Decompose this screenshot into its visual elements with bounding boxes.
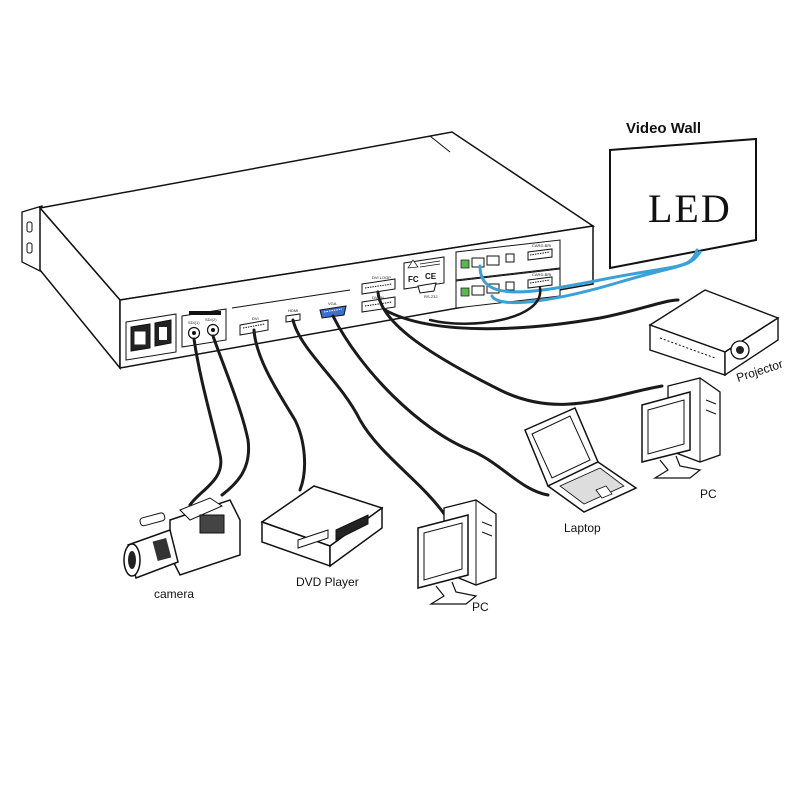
lens-glass-icon bbox=[128, 551, 136, 569]
projector-side bbox=[724, 316, 779, 377]
drive-bay bbox=[481, 531, 493, 537]
projector-vent bbox=[659, 337, 716, 359]
warning-icon bbox=[407, 259, 419, 269]
camera-side-panel bbox=[199, 514, 225, 534]
card-bottom-label: CARD-BRI bbox=[532, 272, 551, 277]
rj45-port bbox=[471, 285, 485, 296]
dvi-loop-label: DVI LOOP bbox=[372, 275, 391, 280]
cert-text-line bbox=[419, 260, 441, 265]
card-top-label: CARD-BRI bbox=[532, 243, 551, 248]
monitor-stand bbox=[652, 455, 702, 479]
touchpad-icon bbox=[595, 485, 613, 499]
camera-handle bbox=[179, 497, 224, 521]
dvi-port bbox=[239, 319, 269, 336]
rs232-label: RS-232 bbox=[424, 294, 438, 299]
power-switch-rocker bbox=[159, 327, 167, 340]
dvi-output-block: DVI LOOP DVI IN bbox=[361, 275, 396, 313]
usb-port bbox=[505, 281, 515, 291]
projector: Projector bbox=[648, 289, 785, 385]
rack-hole bbox=[26, 242, 33, 254]
sdi2-label: SDI(2) bbox=[205, 317, 217, 322]
dvi-loop-pins bbox=[364, 283, 393, 289]
hdmi-port bbox=[285, 313, 301, 323]
network-cable-2 bbox=[490, 250, 702, 305]
pc-right: PC bbox=[641, 377, 721, 501]
dvd-player: DVD Player bbox=[260, 485, 384, 589]
sending-cards: CARD-BRI CARD-BRI bbox=[455, 239, 561, 309]
rj45-port bbox=[486, 255, 500, 266]
vga-label: VGA bbox=[328, 301, 337, 306]
power-module bbox=[125, 313, 177, 361]
port-divider bbox=[231, 289, 351, 309]
loop-cable bbox=[428, 286, 542, 325]
camera-label: camera bbox=[154, 587, 194, 601]
camera: camera bbox=[123, 497, 241, 601]
pc-center-label: PC bbox=[472, 600, 489, 614]
card-dvi-port bbox=[527, 276, 553, 289]
rack-hole bbox=[26, 221, 33, 233]
status-led-icon bbox=[460, 259, 470, 269]
sdi2-pin bbox=[211, 328, 215, 332]
dvi-in-pins bbox=[364, 301, 393, 307]
laptop: Laptop bbox=[524, 407, 638, 535]
lens-ring bbox=[152, 538, 172, 561]
input-port-block: DVI HDMI VGA bbox=[231, 289, 351, 336]
cert-label-box bbox=[403, 256, 445, 290]
monitor-stand bbox=[428, 581, 478, 605]
rs232-port bbox=[417, 282, 437, 294]
fc-mark: FC bbox=[408, 275, 419, 284]
vga-pins bbox=[323, 308, 343, 313]
pc-right-cable bbox=[376, 290, 664, 406]
lens-center-icon bbox=[736, 346, 744, 354]
ce-mark: CE bbox=[425, 272, 437, 281]
hdmi-label: HDMI bbox=[288, 308, 298, 313]
rack-ear bbox=[21, 205, 43, 274]
monitor-screen bbox=[423, 522, 463, 581]
drive-bay bbox=[481, 521, 493, 527]
card-dvi-pins bbox=[529, 251, 551, 256]
projector-cable bbox=[383, 298, 680, 331]
dvd-cable bbox=[252, 328, 306, 492]
disc-tray bbox=[297, 529, 329, 549]
rj45-port bbox=[471, 257, 485, 268]
video-wall-label: Video Wall bbox=[626, 120, 701, 137]
pc-right-label: PC bbox=[700, 487, 717, 501]
laptop-keyboard bbox=[559, 467, 625, 505]
viewfinder bbox=[139, 512, 166, 527]
camera-cable-2 bbox=[211, 334, 251, 497]
card-dvi-pins bbox=[529, 279, 551, 284]
pc-center-cable bbox=[291, 318, 447, 517]
drive-bay bbox=[705, 409, 717, 415]
drive-bay bbox=[705, 399, 717, 405]
sdi1-pin bbox=[192, 331, 196, 335]
status-led-icon bbox=[460, 287, 470, 297]
pc-center: PC bbox=[417, 499, 497, 614]
chassis-edge bbox=[429, 135, 451, 153]
laptop-screen bbox=[531, 415, 591, 479]
sdi-header bbox=[189, 311, 221, 315]
led-screen bbox=[609, 137, 757, 270]
sdi-port-block: SDI(1) SDI(2) bbox=[181, 308, 227, 348]
certification-block: FC CE RS-232 bbox=[403, 256, 445, 299]
video-processor: SDI(1) SDI(2) DVI HDMI VGA DVI LOOP DVI … bbox=[21, 131, 596, 371]
dvi-pins bbox=[242, 323, 266, 329]
dvd-display bbox=[335, 514, 369, 541]
cert-text-line bbox=[419, 263, 441, 268]
monitor-screen bbox=[647, 399, 685, 455]
laptop-label: Laptop bbox=[564, 521, 601, 535]
sdi1-label: SDI(1) bbox=[188, 320, 200, 325]
video-wall: Video Wall LED bbox=[609, 120, 757, 270]
laptop-cable bbox=[331, 314, 550, 497]
dvi-label: DVI bbox=[252, 316, 259, 321]
camera-cable-1 bbox=[188, 337, 223, 507]
led-text: LED bbox=[648, 186, 732, 231]
dvd-label: DVD Player bbox=[296, 575, 359, 589]
card-dvi-port bbox=[527, 248, 553, 261]
cables bbox=[188, 248, 702, 517]
power-inlet-socket bbox=[134, 331, 146, 345]
usb-port bbox=[505, 253, 515, 263]
